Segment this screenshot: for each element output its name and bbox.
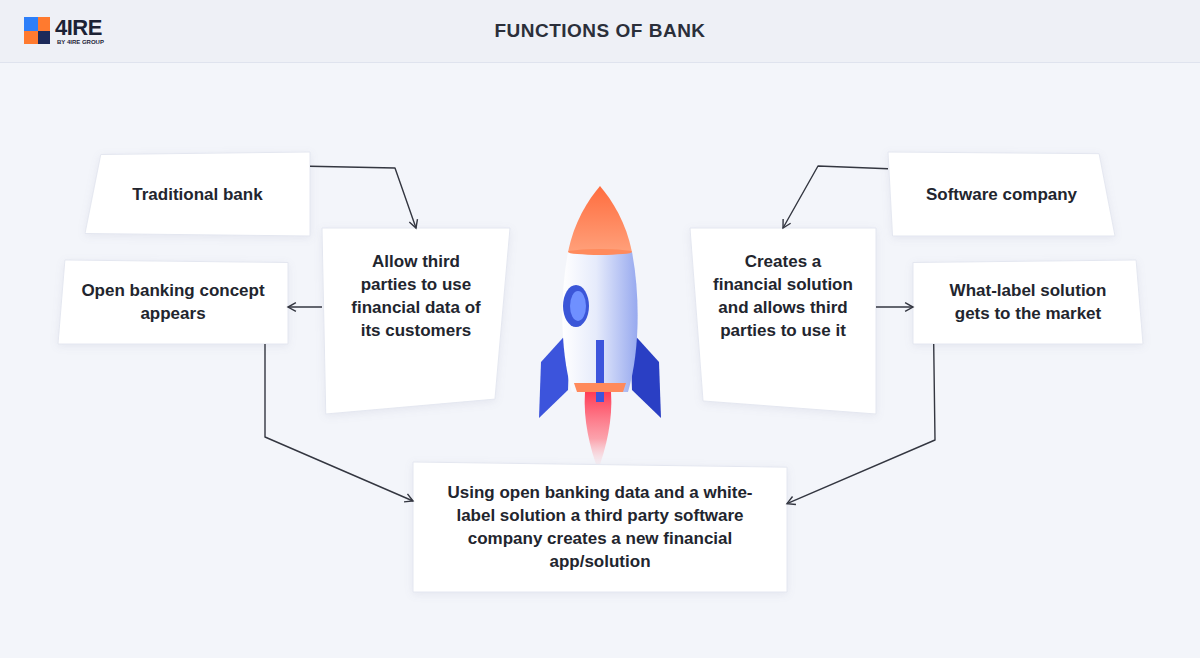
connector-arrow [265,344,413,502]
connector-arrow [876,303,913,312]
arrow-head [905,303,913,312]
connector-arrow [310,166,417,228]
process-box: Open banking concept appears [58,260,288,344]
connector-line [288,306,322,307]
box-shape [85,152,310,236]
arrow-head [787,497,796,505]
arrow-head [409,219,417,228]
box-shape [888,152,1115,236]
connector-line [876,306,913,307]
connector-arrow [288,303,322,312]
box-shape [413,462,787,592]
process-box: Creates a financial solution and allows … [690,228,876,414]
node-text: Using open banking data and a white-labe… [440,481,760,573]
box-outline [413,462,787,592]
arrow-head [288,303,296,312]
box-outline [58,260,288,344]
diagram-title: FUNCTIONS OF BANK [0,0,1200,62]
box-shape [322,228,510,414]
logo-subtext: BY 4IRE GROUP [57,39,104,46]
process-box: What-label solution gets to the market [913,260,1143,344]
process-box: Traditional bank [85,152,310,236]
node-text: Open banking concept appears [73,279,273,325]
box-shape [913,260,1143,344]
node-text: What-label solution gets to the market [933,279,1123,325]
logo-mark [24,17,50,44]
logo-text: 4IRE [55,17,102,39]
arrow-head [404,494,413,502]
rocket-illustration [539,186,661,470]
node-text: Allow third parties to use financial dat… [345,250,487,342]
connector-line [783,166,888,228]
connector-line [265,344,413,501]
box-outline [913,260,1143,344]
box-shape [58,260,288,344]
connector-line [787,344,935,504]
connector-arrow [787,344,935,504]
node-text: Creates a financial solution and allows … [713,250,853,342]
connector-arrow [783,166,888,228]
arrow-head [783,219,791,228]
process-box: Software company [888,152,1115,236]
process-box: Using open banking data and a white-labe… [413,462,787,592]
connector-line [310,166,416,228]
node-text: Software company [926,183,1077,206]
process-box: Allow third parties to use financial dat… [322,228,510,414]
node-text: Traditional bank [132,183,262,206]
box-shape [690,228,876,414]
